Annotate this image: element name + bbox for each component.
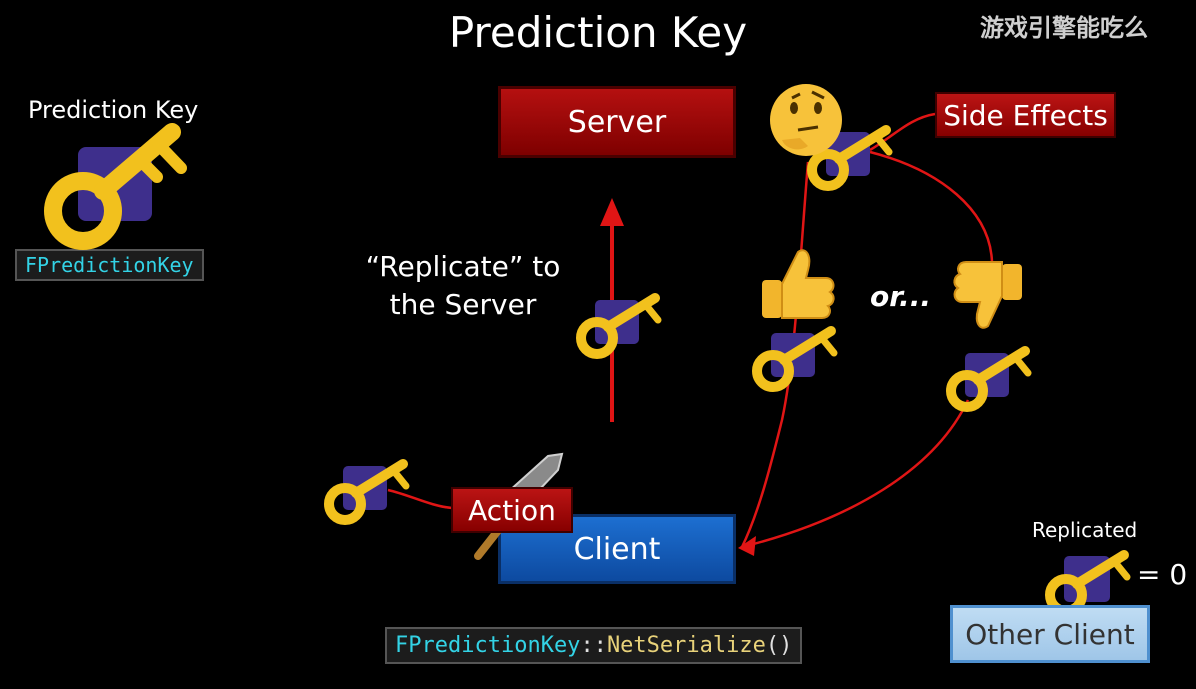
key-icon-action xyxy=(324,459,410,525)
key-icon-legend xyxy=(44,123,187,250)
side-effects-box: Side Effects xyxy=(935,92,1116,138)
page-title: Prediction Key xyxy=(448,8,748,57)
watermark: 游戏引擎能吃么 xyxy=(980,14,1148,42)
key-icon-server xyxy=(807,125,893,191)
reject-path xyxy=(869,150,994,263)
action-box: Action xyxy=(451,487,573,533)
reject-return-path xyxy=(741,399,970,549)
key-icon-accept xyxy=(752,326,838,392)
code-method: NetSerialize xyxy=(606,633,766,658)
replicate-text-line-1: “Replicate” to xyxy=(365,250,561,283)
thumbs-up-icon xyxy=(762,249,835,319)
accept-path xyxy=(740,161,810,548)
side-effects-to-key-line xyxy=(869,112,936,152)
code-class-name: FPredictionKey xyxy=(395,633,581,658)
key-icon-reject xyxy=(946,346,1032,412)
equals-zero-label: = 0 xyxy=(1137,558,1188,591)
replicate-arrowhead xyxy=(600,198,624,226)
thinking-face-icon xyxy=(770,84,842,156)
net-serialize-code: FPredictionKey::NetSerialize() xyxy=(385,627,803,664)
replicate-text-line-2: the Server xyxy=(389,288,537,321)
other-client-box: Other Client xyxy=(950,605,1150,663)
replicated-label: Replicated xyxy=(1032,518,1138,542)
thumbs-down-icon xyxy=(953,261,1022,329)
code-separator: :: xyxy=(580,633,607,658)
legend-code: FPredictionKey xyxy=(15,249,204,281)
client-box: Client xyxy=(498,514,736,584)
server-box: Server xyxy=(498,86,736,158)
or-text: or... xyxy=(870,280,931,313)
client-arrowhead xyxy=(738,536,756,556)
key-icon-other-client xyxy=(1045,550,1131,616)
replicate-text: “Replicate” to the Server xyxy=(338,248,588,324)
key-icon-replicate xyxy=(576,293,662,359)
legend-label: Prediction Key xyxy=(28,96,199,124)
action-to-key-line xyxy=(387,488,453,510)
code-parens: () xyxy=(765,633,793,658)
